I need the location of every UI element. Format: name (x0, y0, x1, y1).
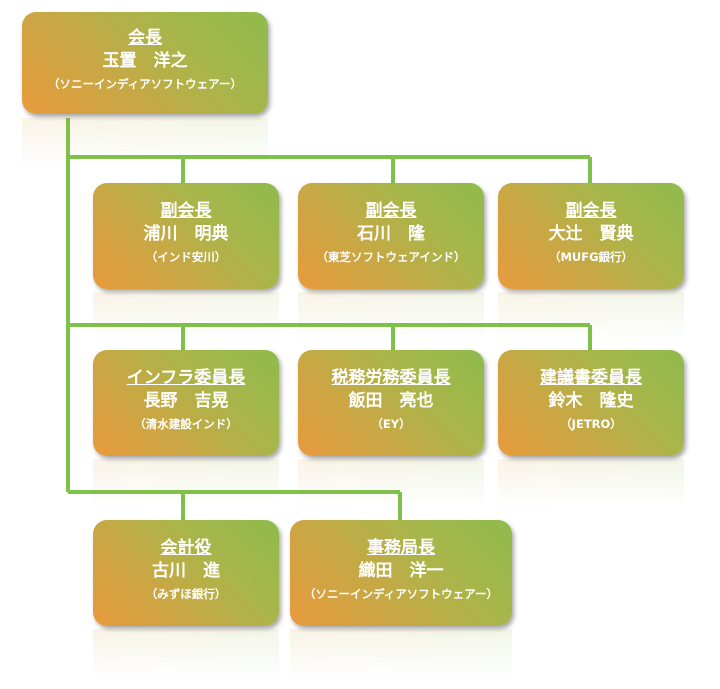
person-name: 飯田 亮也 (348, 391, 434, 411)
node-infra-committee: インフラ委員長 長野 吉晃 （清水建設インド） (93, 350, 279, 456)
person-name: 大辻 賢典 (548, 224, 634, 244)
role-label: 税務労務委員長 (331, 368, 451, 388)
person-name: 玉置 洋之 (102, 51, 188, 71)
node-chairman: 会長 玉置 洋之 （ソニーインディアソフトウェアー） (22, 12, 268, 114)
organization-label: （みずほ銀行） (145, 587, 227, 601)
node-proposal-committee: 建議書委員長 鈴木 隆史 （JETRO） (498, 350, 684, 456)
role-label: 副会長 (565, 201, 617, 221)
organization-label: （JETRO） (560, 417, 622, 431)
node-secretary-general: 事務局長 織田 洋一 （ソニーインディアソフトウェアー） (290, 520, 512, 626)
organization-label: （ソニーインディアソフトウェアー） (303, 587, 498, 601)
node-vice-chair-2: 副会長 石川 隆 （東芝ソフトウェアインド） (298, 183, 484, 289)
node-tax-labor-committee: 税務労務委員長 飯田 亮也 （EY） (298, 350, 484, 456)
role-label: 建議書委員長 (540, 368, 642, 388)
organization-label: （東芝ソフトウェアインド） (316, 250, 466, 264)
node-vice-chair-1: 副会長 浦川 明典 （インド安川） (93, 183, 279, 289)
role-label: 会計役 (160, 538, 212, 558)
role-label: 副会長 (160, 201, 212, 221)
role-label: インフラ委員長 (126, 368, 246, 388)
role-label: 会長 (128, 28, 162, 48)
role-label: 副会長 (365, 201, 417, 221)
person-name: 長野 吉晃 (143, 391, 229, 411)
organization-label: （インド安川） (145, 250, 227, 264)
organization-label: （MUFG銀行） (548, 250, 634, 264)
organization-label: （EY） (371, 417, 411, 431)
person-name: 古川 進 (152, 561, 220, 581)
person-name: 石川 隆 (357, 224, 425, 244)
node-vice-chair-3: 副会長 大辻 賢典 （MUFG銀行） (498, 183, 684, 289)
organization-label: （ソニーインディアソフトウェアー） (47, 77, 242, 91)
person-name: 織田 洋一 (358, 561, 444, 581)
person-name: 浦川 明典 (143, 224, 229, 244)
role-label: 事務局長 (367, 538, 435, 558)
person-name: 鈴木 隆史 (548, 391, 634, 411)
organization-label: （清水建設インド） (134, 417, 238, 431)
node-treasurer: 会計役 古川 進 （みずほ銀行） (93, 520, 279, 626)
